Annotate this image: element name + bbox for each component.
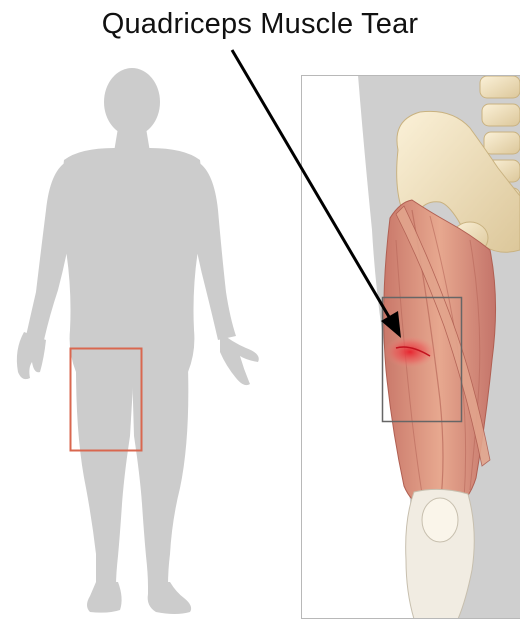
- knee: [406, 489, 475, 619]
- tear-site: [384, 336, 436, 368]
- detail-panel: [301, 75, 520, 619]
- human-silhouette: [17, 68, 259, 614]
